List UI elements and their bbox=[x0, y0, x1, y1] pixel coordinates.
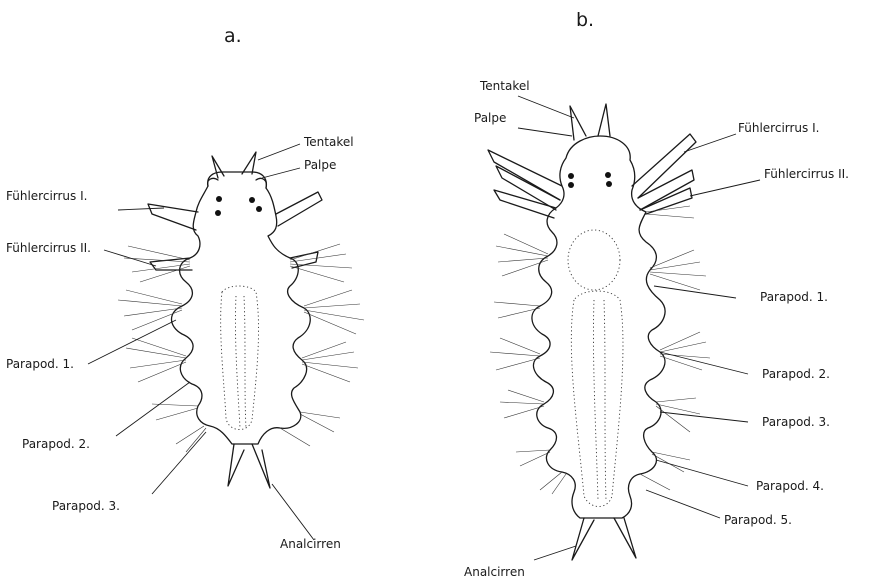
panel-b-label-parapod-1: Parapod. 1. bbox=[760, 290, 828, 304]
panel-a-label-palpe: Palpe bbox=[304, 158, 336, 172]
panel-a-analcirrus-left bbox=[228, 444, 244, 486]
panel-b-label-parapod-4: Parapod. 4. bbox=[756, 479, 824, 493]
panel-a-leaders bbox=[88, 144, 314, 540]
panel-a-cirrus-1-left bbox=[148, 204, 198, 230]
panel-a-label-parapod-1: Parapod. 1. bbox=[6, 357, 74, 371]
panel-b-tentacle-right bbox=[598, 104, 610, 136]
panel-b-label-tentakel: Tentakel bbox=[479, 79, 530, 93]
panel-a-label-fuehlercirrus-2: Fühlercirrus II. bbox=[6, 241, 91, 255]
panel-b-tentacle-left bbox=[570, 106, 586, 140]
panel-b-stomach bbox=[568, 230, 620, 290]
panel-a-label-parapod-2: Parapod. 2. bbox=[22, 437, 90, 451]
panel-a-tentacle-left bbox=[212, 156, 224, 178]
panel-b-cirrus-1-right bbox=[632, 134, 696, 198]
panel-b-setae bbox=[490, 206, 710, 494]
panel-a-label-analcirren: Analcirren bbox=[280, 537, 341, 551]
panel-a-title: a. bbox=[224, 25, 242, 47]
panel-a-labels: Tentakel Palpe Fühlercirrus I. Fühlercir… bbox=[6, 135, 354, 551]
panel-b-title: b. bbox=[576, 9, 594, 31]
panel-b-gut-inner bbox=[593, 300, 606, 500]
panel-a-label-tentakel: Tentakel bbox=[303, 135, 354, 149]
panel-b-body bbox=[488, 104, 710, 560]
panel-a-body bbox=[118, 152, 364, 488]
panel-b-analcirrus-left bbox=[572, 518, 594, 560]
panel-b-gut bbox=[571, 291, 623, 507]
panel-a-eye-2 bbox=[215, 210, 221, 216]
panel-a-gut bbox=[221, 286, 259, 430]
panel-a-analcirrus-right bbox=[252, 444, 270, 488]
panel-b-eye-4 bbox=[606, 181, 612, 187]
panel-b-analcirrus-right bbox=[614, 518, 636, 558]
panel-b-eye-2 bbox=[568, 182, 574, 188]
panel-b-cirrus-3-right bbox=[640, 188, 692, 214]
panel-a-label-fuehlercirrus-1: Fühlercirrus I. bbox=[6, 189, 87, 203]
panel-b-body-outline bbox=[532, 136, 665, 518]
panel-a-tentacle-right bbox=[242, 152, 256, 174]
panel-a-eye-1 bbox=[216, 196, 222, 202]
panel-a: a. bbox=[6, 25, 364, 551]
panel-b-label-palpe: Palpe bbox=[474, 111, 506, 125]
panel-a-cirrus-1-right bbox=[276, 192, 322, 226]
panel-b-labels: Tentakel Palpe Fühlercirrus I. Fühlercir… bbox=[464, 79, 849, 579]
panel-a-eye-4 bbox=[256, 206, 262, 212]
panel-b-cirrus-3-left bbox=[496, 166, 560, 210]
panel-a-label-parapod-3: Parapod. 3. bbox=[52, 499, 120, 513]
panel-a-head-bump-left bbox=[208, 178, 218, 186]
panel-b-eye-1 bbox=[568, 173, 574, 179]
panel-a-setae bbox=[118, 244, 364, 452]
panel-b: b. bbox=[464, 9, 849, 579]
panel-b-label-fuehlercirrus-1: Fühlercirrus I. bbox=[738, 121, 819, 135]
panel-b-eye-3 bbox=[605, 172, 611, 178]
panel-b-label-analcirren: Analcirren bbox=[464, 565, 525, 579]
panel-b-label-parapod-5: Parapod. 5. bbox=[724, 513, 792, 527]
panel-b-label-parapod-3: Parapod. 3. bbox=[762, 415, 830, 429]
panel-b-cirrus-1-left bbox=[488, 150, 562, 200]
panel-b-label-parapod-2: Parapod. 2. bbox=[762, 367, 830, 381]
panel-a-head-bump-right bbox=[256, 178, 266, 188]
panel-a-eye-3 bbox=[249, 197, 255, 203]
panel-a-body-outline bbox=[172, 172, 311, 444]
panel-b-label-fuehlercirrus-2: Fühlercirrus II. bbox=[764, 167, 849, 181]
panel-a-gut-inner bbox=[235, 296, 246, 428]
